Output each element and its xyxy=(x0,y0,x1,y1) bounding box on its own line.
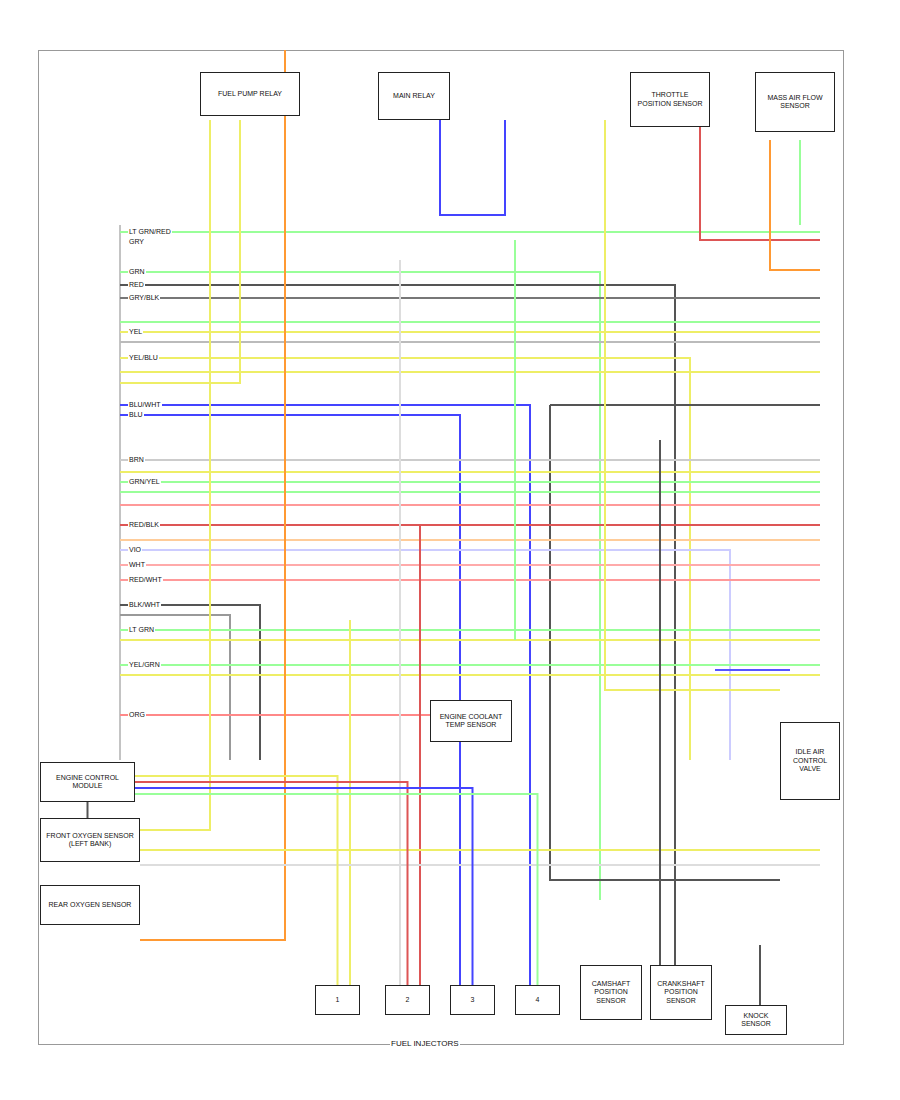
wire-color-label: BRN xyxy=(128,456,145,463)
component-label: KNOCK SENSOR xyxy=(729,1012,783,1029)
component-box: CAMSHAFT POSITION SENSOR xyxy=(580,965,642,1020)
component-label: MAIN RELAY xyxy=(393,92,435,100)
component-label: MASS AIR FLOW SENSOR xyxy=(759,94,831,111)
component-box: ENGINE COOLANT TEMP SENSOR xyxy=(430,700,512,742)
component-label: CRANKSHAFT POSITION SENSOR xyxy=(654,980,708,1005)
wire-color-label: GRY xyxy=(128,238,145,245)
component-box: ENGINE CONTROL MODULE xyxy=(40,762,135,802)
component-box: CRANKSHAFT POSITION SENSOR xyxy=(650,965,712,1020)
wire-connector xyxy=(135,782,408,985)
wire-color-label: RED xyxy=(128,281,145,288)
wire-color-label: BLK/WHT xyxy=(128,601,161,608)
wire-color-label: LT GRN xyxy=(128,626,155,633)
component-label: IDLE AIR CONTROL VALVE xyxy=(784,748,836,773)
wire-connector xyxy=(135,794,538,985)
component-box: REAR OXYGEN SENSOR xyxy=(40,885,140,925)
component-label: CAMSHAFT POSITION SENSOR xyxy=(584,980,638,1005)
wire-color-label: ORG xyxy=(128,711,146,718)
wire-color-label: GRN/YEL xyxy=(128,478,161,485)
component-box: IDLE AIR CONTROL VALVE xyxy=(780,722,840,800)
component-label: ENGINE CONTROL MODULE xyxy=(44,774,131,791)
component-box: MASS AIR FLOW SENSOR xyxy=(755,72,835,132)
wire-connector xyxy=(135,776,338,985)
wire-color-label: RED/BLK xyxy=(128,521,160,528)
component-label: 1 xyxy=(336,996,340,1004)
component-label: ENGINE COOLANT TEMP SENSOR xyxy=(434,713,508,730)
wire-color-label: RED/WHT xyxy=(128,576,163,583)
component-box: FRONT OXYGEN SENSOR (LEFT BANK) xyxy=(40,818,140,862)
wire-color-label: GRY/BLK xyxy=(128,294,160,301)
wire-color-label: WHT xyxy=(128,561,146,568)
injector-box: 2 xyxy=(385,985,430,1015)
component-label: 2 xyxy=(406,996,410,1004)
component-label: THROTTLE POSITION SENSOR xyxy=(634,91,706,108)
component-label: 4 xyxy=(536,996,540,1004)
wire-color-label: LT GRN/RED xyxy=(128,228,172,235)
injector-box: 3 xyxy=(450,985,495,1015)
wire-color-label: VIO xyxy=(128,546,142,553)
wire-color-label: GRN xyxy=(128,268,146,275)
component-box: FUEL PUMP RELAY xyxy=(200,72,300,116)
wire-color-label: YEL xyxy=(128,328,143,335)
component-box: THROTTLE POSITION SENSOR xyxy=(630,72,710,127)
injector-box: 1 xyxy=(315,985,360,1015)
component-box: KNOCK SENSOR xyxy=(725,1005,787,1035)
component-label: 3 xyxy=(471,996,475,1004)
wire-connector xyxy=(87,802,88,818)
group-label: FUEL INJECTORS xyxy=(390,1040,460,1048)
component-label: FRONT OXYGEN SENSOR (LEFT BANK) xyxy=(44,832,136,849)
wire-color-label: YEL/GRN xyxy=(128,661,161,668)
injector-box: 4 xyxy=(515,985,560,1015)
component-label: REAR OXYGEN SENSOR xyxy=(49,901,132,909)
wire-color-label: BLU xyxy=(128,411,144,418)
component-label: FUEL PUMP RELAY xyxy=(218,90,282,98)
wire-color-label: YEL/BLU xyxy=(128,354,159,361)
wire-connector xyxy=(135,788,473,985)
wire-color-label: BLU/WHT xyxy=(128,401,162,408)
component-box: MAIN RELAY xyxy=(378,72,450,120)
